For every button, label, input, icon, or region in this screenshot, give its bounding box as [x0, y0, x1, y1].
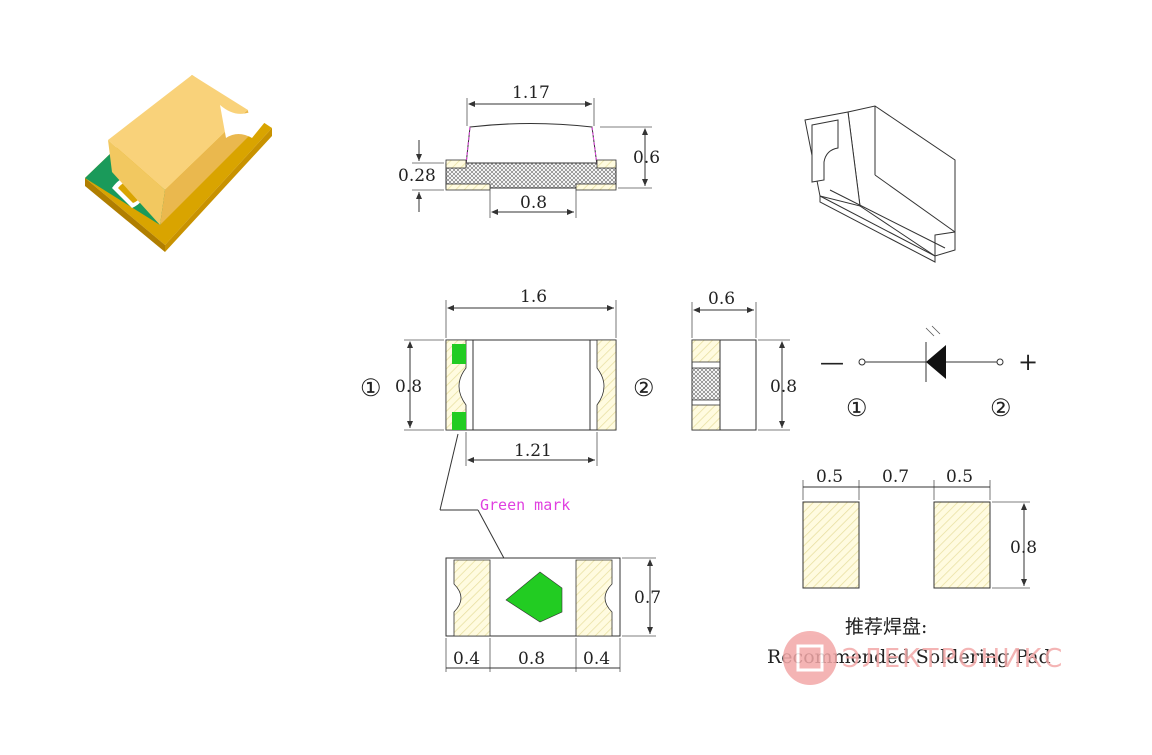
solder-pad-gap: 0.7: [882, 467, 909, 487]
end-thickness-label: 0.6: [708, 289, 735, 309]
top-length-label: 1.6: [520, 287, 547, 307]
top-view: 1.6 0.8 ① ② 1.21: [360, 287, 655, 466]
top-green-mark-lower: [452, 412, 466, 430]
chip-3d-render: [85, 75, 272, 252]
end-view: 0.6 0.8: [691, 289, 797, 431]
led-schematic: — + ① ②: [820, 325, 1038, 422]
chip-body: [108, 75, 248, 190]
watermark: ЭЛЕКТРОНИКС: [783, 631, 1064, 685]
top-pin1-label: ①: [360, 374, 382, 402]
side-total-height-label: 0.6: [633, 148, 660, 168]
solder-pad-left-width: 0.5: [816, 467, 843, 487]
bottom-green-mark: [505, 571, 563, 623]
side-pad-gap-label: 0.8: [520, 193, 547, 213]
schematic-minus: —: [820, 348, 844, 376]
bottom-center-label: 0.8: [518, 649, 545, 669]
solder-pad-caption-cn: 推荐焊盘:: [845, 616, 927, 638]
side-view: 1.17 0.6 0.28 0.8: [398, 83, 660, 218]
diode-triangle: [926, 345, 946, 379]
green-mark-label: Green mark: [480, 496, 570, 514]
solder-pad-caption-en: Recommended Soldering Pad: [767, 646, 1051, 668]
top-inner-length-label: 1.21: [514, 441, 552, 461]
end-height-label: 0.8: [770, 377, 797, 397]
side-top-width-label: 1.17: [512, 83, 550, 103]
top-pin2-label: ②: [633, 374, 655, 402]
bottom-pad-left-label: 0.4: [453, 649, 480, 669]
solder-pad-left: [802, 501, 860, 589]
solder-pad-height: 0.8: [1010, 538, 1037, 558]
solder-pad-right: [933, 501, 991, 589]
schematic-plus: +: [1018, 348, 1038, 376]
chip-3d-outline: [804, 105, 956, 263]
bottom-height-label: 0.7: [634, 588, 661, 608]
schematic-pin1: ①: [846, 394, 868, 422]
solder-pad-layout: 0.5 0.7 0.5 0.8 推荐焊盘: Recommended Solder…: [767, 467, 1051, 668]
bottom-pad-right-label: 0.4: [583, 649, 610, 669]
top-width-label: 0.8: [395, 377, 422, 397]
solder-pad-right-width: 0.5: [946, 467, 973, 487]
side-base-height-label: 0.28: [398, 166, 436, 186]
watermark-text: ЭЛЕКТРОНИКС: [842, 644, 1064, 674]
schematic-pin2: ②: [990, 394, 1012, 422]
top-green-mark-upper: [452, 344, 466, 364]
bottom-view: 0.7 0.4 0.8 0.4: [445, 557, 661, 672]
